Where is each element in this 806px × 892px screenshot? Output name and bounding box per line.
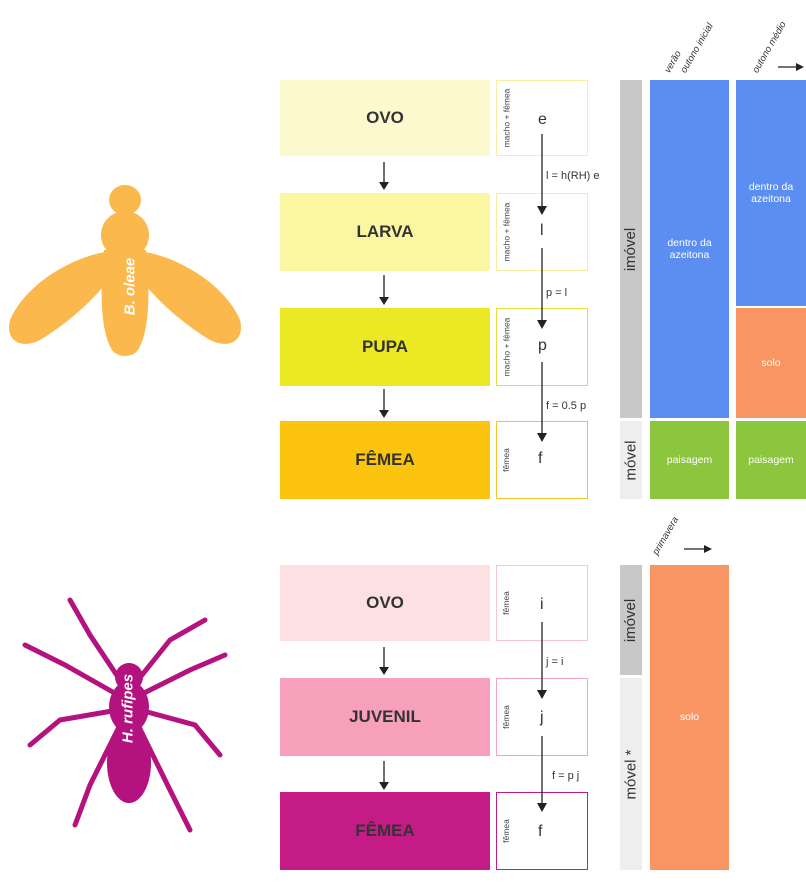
season-primavera: primavera <box>650 515 681 557</box>
sex-label: fêmea <box>501 705 511 729</box>
stage-arrows-hr <box>377 641 391 801</box>
equation-l: l = h(RH) e <box>546 170 600 182</box>
mobility-imovel-bo: imóvel <box>620 80 642 418</box>
species-label-hr: H. rufipes <box>120 659 137 759</box>
equation-p: p = l <box>546 287 567 299</box>
var-e: e <box>538 111 547 129</box>
habitat-landscape-1: paisagem <box>650 421 729 499</box>
var-f-bo: f <box>538 450 542 468</box>
season-outono-inicial: outono inicial <box>678 21 715 75</box>
habitat-soil-2: solo <box>736 308 806 418</box>
sex-label: fêmea <box>501 448 511 472</box>
stage-ovo-bo: OVO <box>280 80 490 156</box>
transition-arrows-hr <box>535 618 549 818</box>
equation-j: j = i <box>546 656 563 668</box>
var-f-hr: f <box>538 823 542 841</box>
season-arrow-bo <box>776 62 806 72</box>
stage-ovo-hr: OVO <box>280 565 490 641</box>
sex-label: macho + fêmea <box>501 203 511 262</box>
stage-femea-hr: FÊMEA <box>280 792 490 870</box>
habitat-landscape-2: paisagem <box>736 421 806 499</box>
stage-arrows-bo <box>377 156 391 426</box>
stage-femea-bo: FÊMEA <box>280 421 490 499</box>
species-label-bo: B. oleae <box>122 237 139 337</box>
mobility-movel-bo: móvel <box>620 421 642 499</box>
sex-label: macho + fêmea <box>501 318 511 377</box>
var-i: i <box>540 596 544 614</box>
mobility-imovel-hr: imóvel <box>620 565 642 675</box>
sex-label: macho + fêmea <box>501 89 511 148</box>
habitat-soil-hr: solo <box>650 565 729 870</box>
season-arrow-hr <box>682 544 716 554</box>
mobility-movel-hr: móvel * <box>620 678 642 870</box>
habitat-olive-2: dentro da azeitona <box>736 80 806 306</box>
equation-f-bo: f = 0.5 p <box>546 400 586 412</box>
sex-label: fêmea <box>501 591 511 615</box>
sex-label: fêmea <box>501 819 511 843</box>
equation-f-hr: f = p j <box>552 770 579 782</box>
habitat-olive-1: dentro da azeitona <box>650 80 729 418</box>
